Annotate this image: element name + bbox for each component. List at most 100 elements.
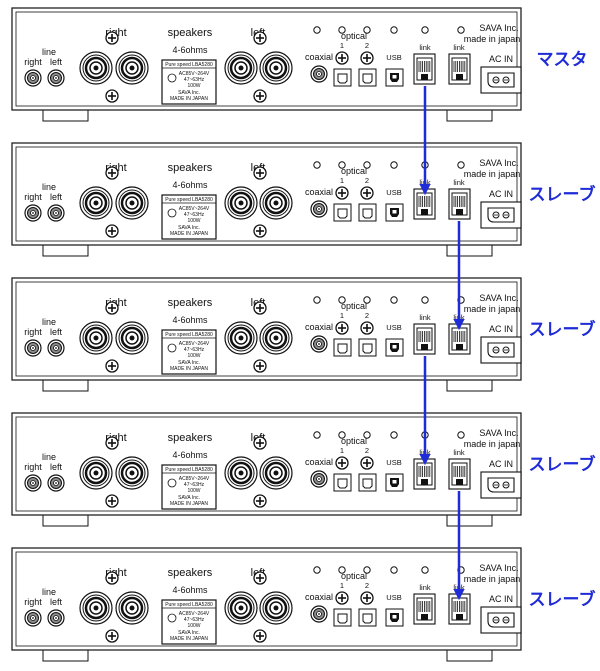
line-left-rca-jack-icon[interactable] [47,609,65,627]
line-right-rca-jack-icon[interactable] [24,474,42,492]
hole-icon [457,26,465,34]
line-left-rca-jack-icon[interactable] [47,204,65,222]
speaker-left-binding-post-icon[interactable] [224,591,258,625]
line-left-rca-jack-icon[interactable] [47,339,65,357]
usb-b-port-icon[interactable] [385,68,404,87]
link2-rj45-port-icon[interactable] [448,188,471,220]
speakers-label: speakers [168,432,213,444]
speaker-left-binding-post-icon[interactable] [259,51,293,85]
usb-b-port-icon[interactable] [385,473,404,492]
speaker-left-binding-post-icon[interactable] [224,456,258,490]
ac-symbol-icon [167,613,177,623]
coaxial-rca-jack-icon[interactable] [310,470,328,488]
plate-voltage: AC85V~264V [179,476,210,482]
speaker-right-binding-post-icon[interactable] [79,321,113,355]
screw-icon [105,31,119,45]
line-right-label: right [24,327,42,337]
line-left-label: left [50,192,63,202]
optical-2-toslink-port-icon[interactable] [358,338,377,357]
optical-1-label: 1 [340,581,344,590]
ac-inlet-iec-inlet-icon[interactable] [480,201,522,229]
optical-2-toslink-port-icon[interactable] [358,473,377,492]
speaker-right-binding-post-icon[interactable] [115,591,149,625]
optical-label: optical [341,571,367,581]
line-left-rca-jack-icon[interactable] [47,474,65,492]
optical-1-toslink-port-icon[interactable] [333,338,352,357]
ac-inlet-iec-inlet-icon[interactable] [480,336,522,364]
link-rj45-port-icon[interactable] [413,188,436,220]
ac-inlet-iec-inlet-icon[interactable] [480,66,522,94]
optical-1-toslink-port-icon[interactable] [333,203,352,222]
speaker-left-binding-post-icon[interactable] [224,51,258,85]
plate-maker: SAVA Inc. [178,90,200,96]
link-rj45-port-icon[interactable] [413,53,436,85]
line-left-label: left [50,597,63,607]
speaker-left-binding-post-icon[interactable] [259,591,293,625]
line-left-rca-jack-icon[interactable] [47,69,65,87]
speakers-label: speakers [168,567,213,579]
line-right-rca-jack-icon[interactable] [24,204,42,222]
screw-icon [105,571,119,585]
screw-icon [335,321,349,335]
brand-label: SAVA Inc. [479,428,518,438]
speaker-right-binding-post-icon[interactable] [79,456,113,490]
link2-rj45-port-icon[interactable] [448,458,471,490]
line-right-rca-jack-icon[interactable] [24,69,42,87]
panel-inner-frame [15,146,518,242]
speaker-right-binding-post-icon[interactable] [79,591,113,625]
plate-voltage: AC85V~264V [179,71,210,77]
link-rj45-port-icon[interactable] [413,323,436,355]
link-rj45-port-icon[interactable] [413,593,436,625]
optical-1-toslink-port-icon[interactable] [333,608,352,627]
speaker-right-binding-post-icon[interactable] [115,456,149,490]
coaxial-rca-jack-icon[interactable] [310,335,328,353]
usb-b-port-icon[interactable] [385,608,404,627]
link2-rj45-port-icon[interactable] [448,593,471,625]
hole-icon [363,566,371,574]
link-rj45-port-icon[interactable] [413,458,436,490]
screw-icon [105,301,119,315]
link2-rj45-port-icon[interactable] [448,323,471,355]
ac-inlet-iec-inlet-icon[interactable] [480,471,522,499]
hole-icon [363,296,371,304]
speaker-left-binding-post-icon[interactable] [259,321,293,355]
optical-1-toslink-port-icon[interactable] [333,68,352,87]
plate-origin: MADE IN JAPAN [170,636,208,642]
optical-2-label: 2 [365,581,369,590]
impedance-label: 4-6ohms [172,450,208,460]
coaxial-rca-jack-icon[interactable] [310,65,328,83]
coaxial-rca-jack-icon[interactable] [310,605,328,623]
coaxial-rca-jack-icon[interactable] [310,200,328,218]
optical-label: optical [341,436,367,446]
line-label: line [42,47,56,57]
speaker-right-binding-post-icon[interactable] [115,321,149,355]
optical-2-toslink-port-icon[interactable] [358,608,377,627]
screw-icon [253,494,267,508]
screw-icon [335,51,349,65]
optical-2-toslink-port-icon[interactable] [358,68,377,87]
usb-b-port-icon[interactable] [385,338,404,357]
optical-1-toslink-port-icon[interactable] [333,473,352,492]
speaker-right-binding-post-icon[interactable] [79,51,113,85]
usb-b-port-icon[interactable] [385,203,404,222]
coaxial-label: coaxial [305,187,333,197]
hole-icon [390,26,398,34]
speaker-left-binding-post-icon[interactable] [224,321,258,355]
speaker-right-binding-post-icon[interactable] [115,51,149,85]
ac-in-label: AC IN [489,459,513,469]
speaker-left-binding-post-icon[interactable] [259,186,293,220]
line-right-rca-jack-icon[interactable] [24,339,42,357]
brand-label: SAVA Inc. [479,563,518,573]
speaker-left-binding-post-icon[interactable] [224,186,258,220]
speaker-right-binding-post-icon[interactable] [79,186,113,220]
speaker-left-binding-post-icon[interactable] [259,456,293,490]
optical-2-toslink-port-icon[interactable] [358,203,377,222]
speaker-right-binding-post-icon[interactable] [115,186,149,220]
panel-inner-frame [15,11,518,107]
ac-inlet-iec-inlet-icon[interactable] [480,606,522,634]
line-right-rca-jack-icon[interactable] [24,609,42,627]
foot [446,379,493,392]
brand-label: SAVA Inc. [479,23,518,33]
link2-rj45-port-icon[interactable] [448,53,471,85]
